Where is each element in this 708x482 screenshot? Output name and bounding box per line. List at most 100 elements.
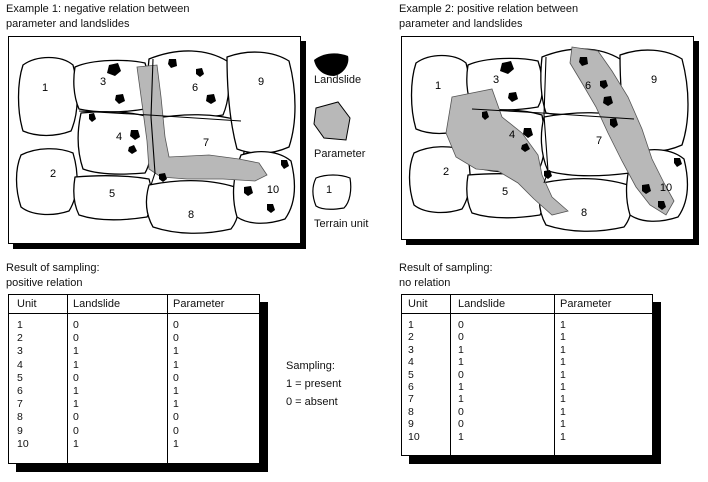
example2-result-line2: no relation [399,277,451,289]
table-cell: 1 [408,319,414,331]
table-cell: 3 [17,345,23,358]
table-cell: 0 [458,331,464,344]
table-cell: 1 [560,405,566,418]
table-cell: 0 [73,371,79,384]
table-cell: 1 [458,430,464,443]
table-cell: 2 [408,331,414,344]
table-cell: 0 [73,332,79,345]
table-header [402,295,652,314]
table-cell: 0 [458,368,464,381]
table-cell: 1 [173,437,179,450]
table-cell: 1 [73,437,79,450]
legend-parameter-label: Parameter [314,148,366,160]
table-cell: 1 [560,343,566,356]
table-cell: 1 [73,398,79,411]
legend-landslide-label: Landslide [314,74,362,86]
table-cell: 10 [17,437,29,450]
terrain-unit-5 [73,175,153,221]
legend-terrain-unit-sample: 1 [326,184,333,196]
parameter-zones [445,46,675,216]
sampling-absent: 0 = absent [286,396,338,408]
table-cell: 6 [17,385,23,397]
table-cell: 1 [560,381,566,393]
terrain-unit-label: 5 [109,188,115,200]
table-cell: 0 [73,424,79,437]
terrain-unit-8 [145,180,240,234]
terrain-unit-1 [17,56,78,137]
table-cell: 1 [560,393,566,406]
example2-title-line2: parameter and landslides [399,18,523,30]
table-cell: 1 [560,331,566,344]
table-cell: 1 [560,418,566,431]
terrain-unit-label: 6 [192,82,198,94]
table-cell: 0 [173,371,179,384]
table-cell: 9 [17,424,23,437]
table-cell: 1 [560,319,566,331]
terrain-unit-8 [538,178,633,232]
legend-terrain-unit-label: Terrain unit [314,218,369,230]
table-cell: 4 [17,358,23,371]
legend: Landslide Parameter 1 Terrain unit [308,50,388,250]
terrain-unit-9 [226,51,296,154]
example2-title-line1: Example 2: positive relation between [399,3,579,15]
terrain-unit-label: 1 [42,82,48,94]
terrain-unit-label: 10 [267,184,279,196]
landslides [482,57,682,210]
column-header-parameter: Parameter [173,298,225,310]
terrain-unit-label: 7 [203,137,209,149]
table-cell: 1 [560,368,566,381]
table-cell: 1 [17,319,23,331]
column-header-parameter: Parameter [560,298,612,310]
table-cell: 0 [458,405,464,418]
terrain-unit-label: 7 [596,135,602,147]
table-cell: 8 [17,411,23,424]
terrain-unit-label: 9 [258,76,264,88]
terrain-unit-label: 4 [116,131,122,143]
terrain-unit-label: 2 [443,166,449,178]
table-cell: 0 [173,424,179,437]
parameter-zone [136,64,268,182]
terrain-unit-label: 6 [585,80,591,92]
table-cell: 1 [560,356,566,369]
terrain-unit-4 [77,111,153,175]
table-cell: 3 [408,343,414,356]
example1-title-line2: parameter and landslides [6,18,130,30]
table-cell: 1 [458,343,464,356]
terrain-unit-label: 8 [188,209,194,221]
sampling-present: 1 = present [286,378,342,390]
terrain-unit-label: 8 [581,207,587,219]
terrain-unit-label: 9 [651,74,657,86]
table-header [9,295,259,314]
table-cell: 5 [408,368,414,381]
table-cell: 5 [17,371,23,384]
terrain-unit-2 [15,148,78,216]
table-cell: 9 [408,418,414,431]
table-cell: 1 [173,398,179,411]
example1-result-line2: positive relation [6,277,83,289]
table-cell: 1 [458,381,464,393]
table-cell: 1 [173,345,179,358]
example1-result-line1: Result of sampling: [6,262,100,274]
table-cell: 1 [73,345,79,358]
column-header-landslide: Landslide [73,298,121,310]
table-cell: 7 [408,393,414,406]
sampling-title: Sampling: [286,360,335,372]
landslides [89,59,289,213]
table-cell: 1 [173,385,179,397]
table-cell: 0 [73,411,79,424]
table-cell: 0 [173,319,179,331]
table-cell: 1 [458,393,464,406]
example2-result-line1: Result of sampling: [399,262,493,274]
table-cell: 10 [408,430,420,443]
table-cell: 0 [73,319,79,331]
column-header-unit: Unit [17,298,37,310]
table-cell: 2 [17,332,23,345]
table-cell: 7 [17,398,23,411]
terrain-unit-label: 5 [502,186,508,198]
terrain-unit-legend-icon [312,174,352,210]
landslide-legend-icon [314,53,349,76]
table-cell: 1 [173,358,179,371]
